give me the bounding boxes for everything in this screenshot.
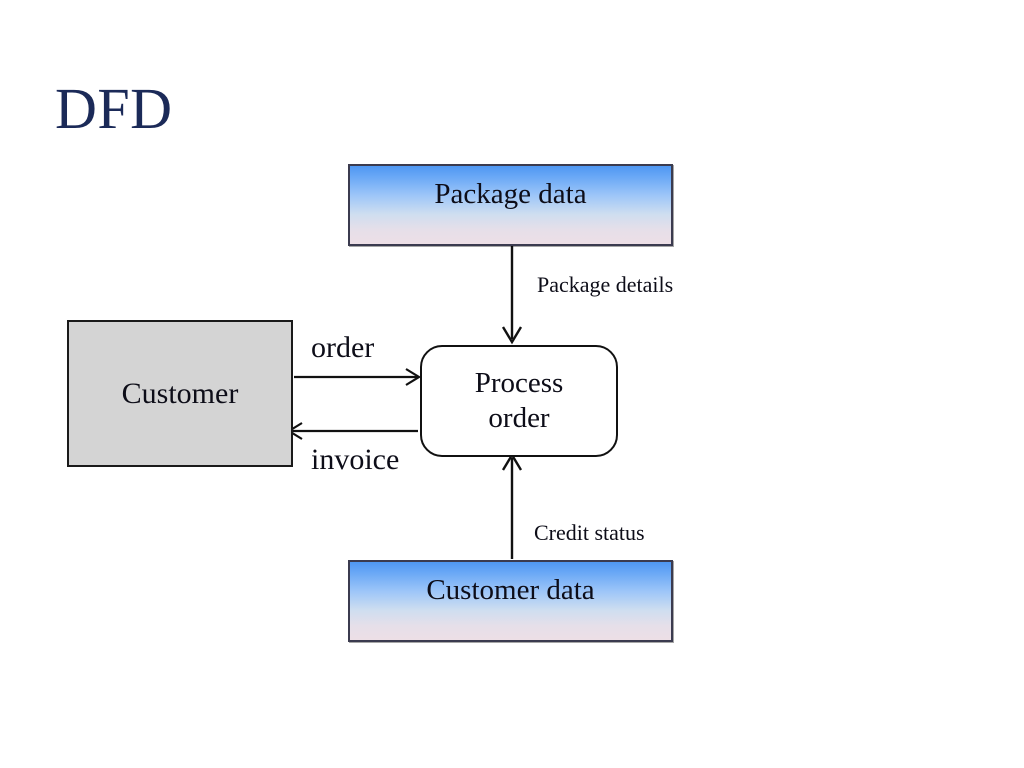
node-customer[interactable]: Customer xyxy=(67,320,293,467)
edge-package-details xyxy=(501,246,523,345)
node-customer-label: Customer xyxy=(121,376,239,410)
node-process-order-label-line1: Process xyxy=(474,366,564,399)
node-process-order-label-line2: order xyxy=(488,402,550,434)
node-customer-data-label: Customer data xyxy=(426,573,595,606)
node-customer-data[interactable]: Customer data xyxy=(348,560,673,642)
edge-label-package-details: Package details xyxy=(537,272,674,297)
edge-label-invoice: invoice xyxy=(311,443,400,476)
node-package-data[interactable]: Package data xyxy=(348,164,673,246)
node-process-order[interactable]: Process order xyxy=(420,345,618,457)
edge-label-order: order xyxy=(311,331,375,364)
edge-credit-status xyxy=(501,452,523,559)
edge-order xyxy=(294,368,422,386)
edge-label-credit-status: Credit status xyxy=(534,520,645,545)
node-package-data-label: Package data xyxy=(434,177,587,210)
edge-invoice xyxy=(286,422,418,440)
page-title: DFD xyxy=(55,76,173,141)
